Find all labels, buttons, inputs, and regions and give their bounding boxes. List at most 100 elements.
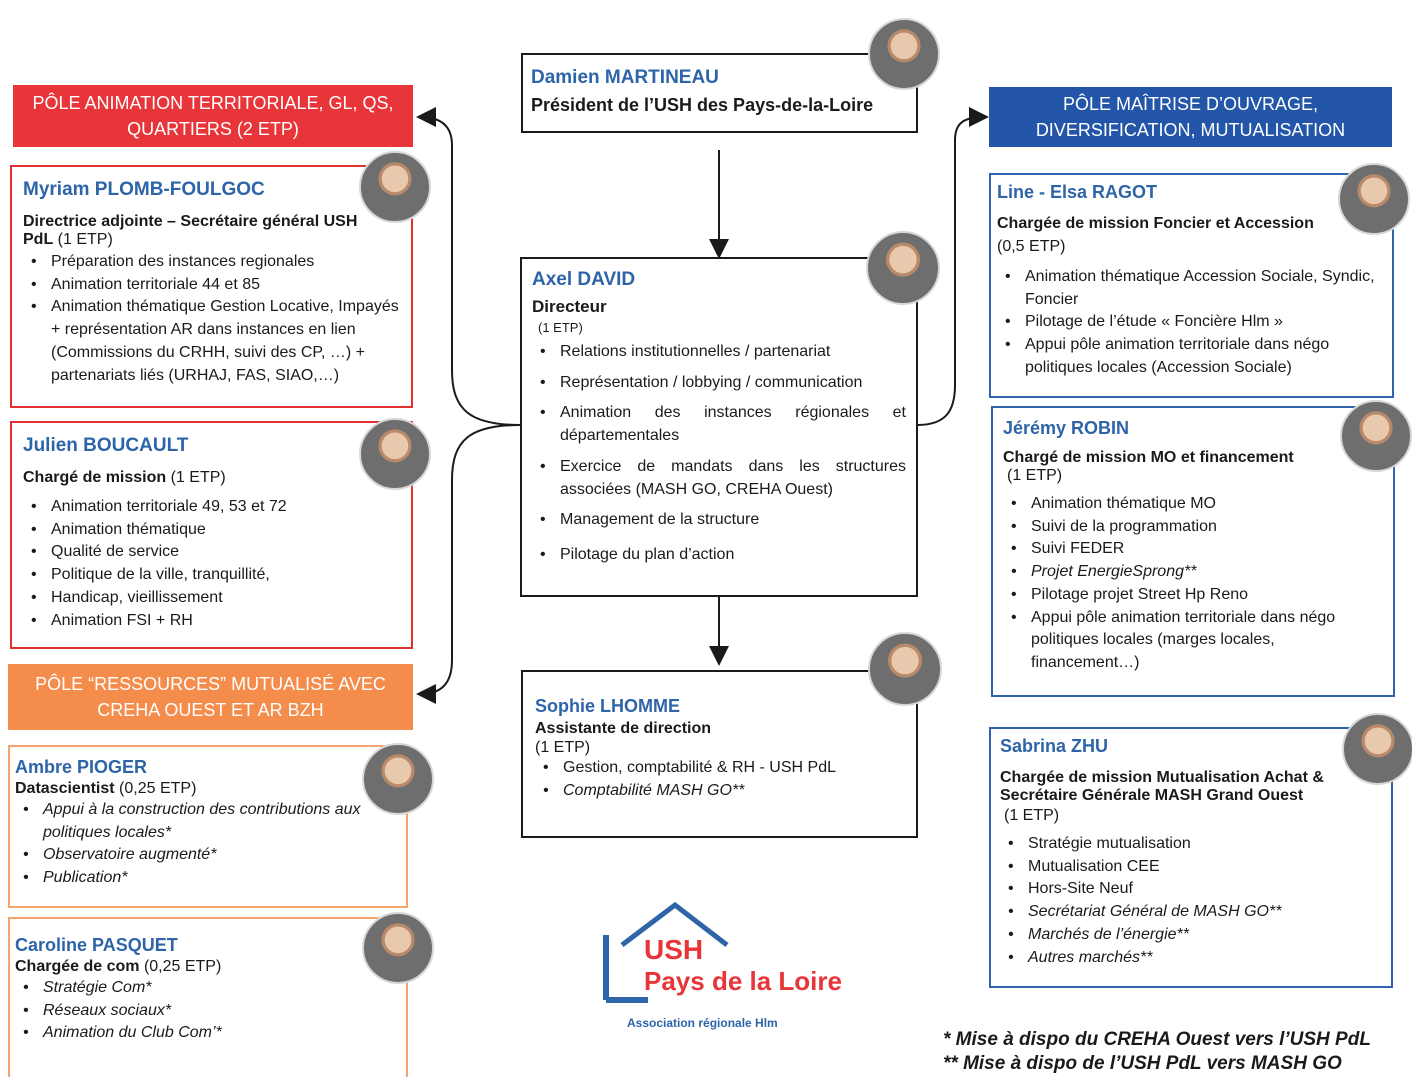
jeremy-role: Chargé de mission MO et financement [1003,449,1294,466]
list-item: Animation des instances régionales et dé… [532,402,906,447]
pole-orange-line2: CREHA OUEST ET AR BZH [97,700,324,720]
list-item: Projet EnergieSprong** [1003,561,1383,584]
president-name: Damien MARTINEAU [531,67,719,88]
axel-etp: (1 ETP) [538,320,583,335]
sophie-card: Sophie LHOMME Assistante de direction (1… [521,670,918,838]
axel-name: Axel DAVID [532,269,636,290]
list-item: Observatoire augmenté* [15,844,396,867]
list-item: Pilotage du plan d’action [532,544,906,567]
list-item: Stratégie mutualisation [1000,833,1381,856]
logo-tagline: Association régionale Hlm [627,1016,778,1030]
list-item: Hors-Site Neuf [1000,878,1381,901]
line-elsa-name: Line - Elsa RAGOT [997,182,1158,202]
ambre-etp: (0,25 ETP) [114,780,197,797]
sophie-role: Assistante de direction [535,720,712,737]
list-item: Animation territoriale 49, 53 et 72 [23,496,401,519]
list-item: Publication* [15,867,396,890]
myriam-role-line1: Directrice adjointe – Secrétaire général… [23,213,358,230]
jeremy-card: Jérémy ROBIN Chargé de mission MO et fin… [991,406,1395,697]
logo-ush-text: USH [644,934,704,965]
list-item: Management de la structure [532,509,906,532]
myriam-task-list: Préparation des instances regionales Ani… [23,251,401,387]
arrow-director-to-right-blue [916,107,989,426]
list-item: Suivi FEDER [1003,538,1383,561]
sabrina-name: Sabrina ZHU [1000,736,1109,756]
sabrina-task-list: Stratégie mutualisation Mutualisation CE… [1000,833,1381,969]
list-item: Secrétariat Général de MASH GO** [1000,901,1381,924]
pole-blue-line2: DIVERSIFICATION, MUTUALISATION [1035,120,1346,140]
myriam-etp: (1 ETP) [53,231,113,248]
pole-red-line1: PÔLE ANIMATION TERRITORIALE, GL, QS, [32,93,394,113]
myriam-photo [359,151,431,223]
pole-animation-territoriale-banner: PÔLE ANIMATION TERRITORIALE, GL, QS, QUAR… [13,85,413,147]
caroline-photo [362,912,434,984]
myriam-name: Myriam PLOMB-FOULGOC [23,179,265,200]
list-item: Autres marchés** [1000,947,1381,970]
list-item: Qualité de service [23,541,401,564]
caroline-etp: (0,25 ETP) [143,958,222,975]
ambre-name: Ambre PIOGER [15,757,148,777]
julien-photo [359,418,431,490]
logo-region-text: Pays de la Loire [644,966,842,996]
julien-etp: (1 ETP) [166,469,226,486]
ambre-photo [362,743,434,815]
list-item: Animation thématique Accession Sociale, … [997,266,1382,311]
sabrina-photo [1342,713,1412,785]
jeremy-etp: (1 ETP) [1007,467,1063,484]
axel-photo [866,231,940,305]
list-item: Comptabilité MASH GO** [535,780,906,803]
line-elsa-task-list: Animation thématique Accession Sociale, … [997,266,1382,380]
arrow-director-to-left-orange [416,424,521,704]
president-box: Damien MARTINEAU Président de l’USH des … [521,53,918,133]
footnote-2: ** Mise à dispo de l’USH PdL vers MASH G… [943,1053,1342,1074]
president-photo [868,18,940,90]
list-item: Animation thématique MO [1003,493,1383,516]
list-item: Représentation / lobbying / communicatio… [532,372,906,395]
sophie-task-list: Gestion, comptabilité & RH - USH PdL Com… [535,757,906,802]
sabrina-role-line2: Secrétaire Générale MASH Grand Ouest [1000,787,1304,804]
list-item: Animation FSI + RH [23,610,401,633]
list-item: Mutualisation CEE [1000,856,1381,879]
list-item: Appui pôle animation territoriale dans n… [1003,607,1383,675]
line-elsa-card: Line - Elsa RAGOT Chargée de mission Fon… [989,173,1394,398]
caroline-role: Chargée de com [15,958,144,975]
julien-name: Julien BOUCAULT [23,435,189,456]
sophie-etp: (1 ETP) [535,739,591,756]
jeremy-task-list: Animation thématique MO Suivi de la prog… [1003,493,1383,675]
pole-maitrise-ouvrage-banner: PÔLE MAÎTRISE D’OUVRAGE, DIVERSIFICATION,… [989,87,1392,147]
caroline-name: Caroline PASQUET [15,935,178,955]
jeremy-photo [1340,400,1412,472]
sophie-photo [868,632,942,706]
line-elsa-etp: (0,5 ETP) [997,238,1066,255]
sabrina-card: Sabrina ZHU Chargée de mission Mutualisa… [989,727,1393,988]
list-item: Appui pôle animation territoriale dans n… [997,334,1382,379]
list-item: Réseaux sociaux* [15,1000,396,1023]
julien-task-list: Animation territoriale 49, 53 et 72 Anim… [23,496,401,632]
ush-logo: USH Pays de la Loire Association régiona… [600,900,845,1040]
pole-blue-line1: PÔLE MAÎTRISE D’OUVRAGE, [1062,94,1319,114]
list-item: Appui à la construction des contribution… [15,799,396,844]
ambre-task-list: Appui à la construction des contribution… [15,799,396,890]
julien-card: Julien BOUCAULT Chargé de mission (1 ETP… [10,421,413,649]
sabrina-etp: (1 ETP) [1004,807,1060,824]
list-item: Stratégie Com* [15,977,396,1000]
pole-ressources-banner: PÔLE “RESSOURCES” MUTUALISÉ AVEC CREHA OU… [8,664,413,730]
list-item: Politique de la ville, tranquillité, [23,564,401,587]
house-outline-icon [603,901,729,1003]
list-item: Exercice de mandats dans les structures … [532,456,906,501]
list-item: Marchés de l’énergie** [1000,924,1381,947]
julien-role: Chargé de mission [23,469,167,486]
list-item: Animation du Club Com’* [15,1022,396,1045]
myriam-role-line2: PdL [23,231,54,248]
list-item: Relations institutionnelles / partenaria… [532,341,906,364]
axel-role: Directeur [532,297,607,316]
myriam-card: Myriam PLOMB-FOULGOC Directrice adjointe… [10,165,413,408]
line-elsa-photo [1338,163,1410,235]
pole-red-line2: QUARTIERS (2 ETP) [127,119,299,139]
list-item: Animation territoriale 44 et 85 [23,274,401,297]
list-item: Pilotage projet Street Hp Reno [1003,584,1383,607]
pole-orange-line1: PÔLE “RESSOURCES” MUTUALISÉ AVEC [35,674,386,694]
list-item: Handicap, vieillissement [23,587,401,610]
list-item: Pilotage de l’étude « Foncière Hlm » [997,311,1382,334]
